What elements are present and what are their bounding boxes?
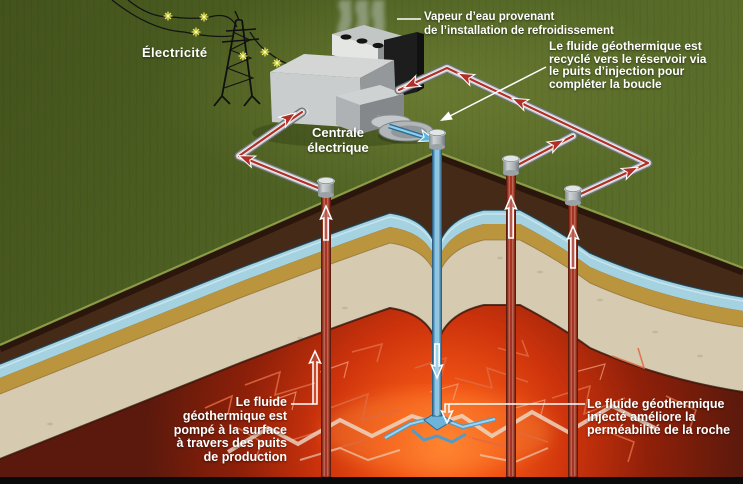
electricity-label: Électricité xyxy=(142,45,208,60)
power-plant-label-line2: électrique xyxy=(307,140,369,155)
steam-annotation-line1: Vapeur d’eau provenant xyxy=(424,11,555,23)
recycle-callout-arrow xyxy=(440,66,547,121)
spark-icon xyxy=(163,11,173,21)
injection-annotation-line2: injecté améliore la xyxy=(587,409,696,424)
power-lines xyxy=(111,0,294,107)
wellhead-cap xyxy=(428,128,446,150)
down-flow-arrow xyxy=(430,343,444,380)
up-flow-arrow xyxy=(566,224,580,269)
production-callout-arrow xyxy=(291,349,322,405)
injection-annotation: Le fluide géothermique injecté améliore … xyxy=(587,398,730,436)
spark-icon xyxy=(272,58,282,68)
up-flow-arrow xyxy=(319,204,333,241)
injected-fluid-veins xyxy=(383,411,496,444)
hot-rock-layer xyxy=(0,305,743,484)
electricity-sparks xyxy=(163,11,282,68)
injection-annotation-line3: perméabilité de la roche xyxy=(587,422,731,437)
production-annotation-line5: de production xyxy=(203,450,287,465)
bottom-bar xyxy=(0,477,743,484)
spark-icon xyxy=(260,47,270,57)
production-annotation: Le fluide géothermique est pompé à la su… xyxy=(173,395,287,465)
cooling-basin xyxy=(370,114,438,144)
spark-icon xyxy=(191,27,201,37)
steam-annotation: Vapeur d’eau provenant de l’installation… xyxy=(424,10,614,38)
grass-surface xyxy=(0,0,743,345)
spark-icon xyxy=(199,12,209,22)
spark-icon xyxy=(238,51,248,61)
well-flow-arrows xyxy=(319,194,580,380)
surface-pipes xyxy=(234,63,653,202)
production-annotation-line3: pompé à la surface xyxy=(173,422,287,437)
hot-flow-arrowheads xyxy=(237,72,640,181)
recycle-annotation-line2: recyclé vers le réservoir via xyxy=(549,51,707,66)
recycle-annotation-line1: Le fluide géothermique est xyxy=(549,39,702,53)
hot-pipe-right xyxy=(394,63,653,202)
power-plant-label-line1: Centrale xyxy=(311,125,365,140)
production-annotation-line2: géothermique est xyxy=(182,408,287,423)
transmission-tower-icon xyxy=(213,10,261,107)
production-annotation-line1: Le fluide xyxy=(235,395,287,409)
wellhead-cap xyxy=(564,184,582,206)
wellhead-cap xyxy=(502,154,520,176)
annotation-connectors xyxy=(291,18,585,425)
steam-annotation-line2: de l’installation de refroidissement xyxy=(424,25,614,37)
up-flow-arrow xyxy=(504,194,518,239)
production-annotation-line4: à travers des puits xyxy=(176,436,287,451)
limestone-layer xyxy=(0,240,743,459)
underground-cross-section xyxy=(0,150,743,484)
recycle-annotation-line3: le puits d’injection pour xyxy=(549,64,685,79)
power-plant-label: Centrale électrique xyxy=(294,125,382,155)
recycle-annotation-line4: compléter la boucle xyxy=(549,76,662,91)
injection-annotation-line1: Le fluide géothermique xyxy=(587,397,725,411)
recycle-annotation: Le fluide géothermique est recyclé vers … xyxy=(549,40,706,90)
wellhead-cap xyxy=(317,176,335,198)
injection-callout-arrow xyxy=(440,403,585,425)
wellhead-caps xyxy=(317,128,582,206)
